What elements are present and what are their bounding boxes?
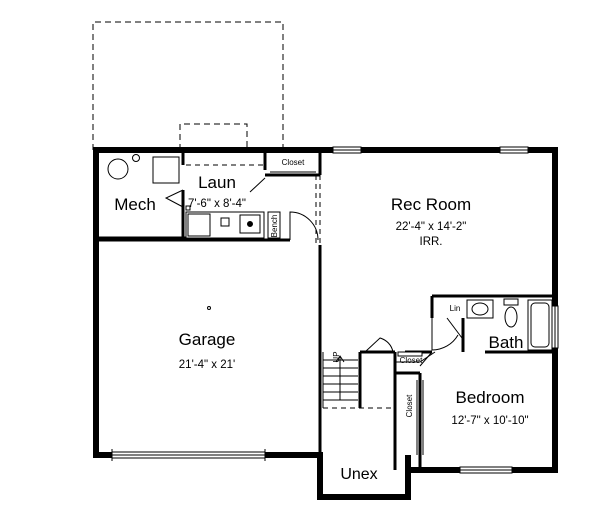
laundry-dims: 7'-6" x 8'-4" <box>188 198 246 210</box>
rec-room-name: Rec Room <box>391 195 471 214</box>
linen-label: Lin <box>450 304 461 313</box>
rec-room-note: IRR. <box>420 236 443 248</box>
bench-label: Bench <box>270 215 279 238</box>
exterior-walls <box>93 147 558 500</box>
bedroom-closet-label: Closet <box>405 394 414 417</box>
mech-equipment <box>107 154 180 184</box>
rec-room-dims: 22'-4" x 14'-2" <box>396 221 467 233</box>
bedroom-dims: 12'-7" x 10'-10" <box>451 415 528 427</box>
bedroom-name: Bedroom <box>456 388 525 407</box>
closet-top-label: Closet <box>282 158 305 167</box>
closet-mid-label: Closet <box>400 356 423 365</box>
garage-name: Garage <box>179 330 236 349</box>
bath-fixtures <box>466 298 553 351</box>
windows <box>332 146 559 474</box>
bath-name: Bath <box>489 333 524 352</box>
garage-floor-drain <box>207 306 211 310</box>
stair <box>322 352 358 408</box>
garage-dims: 21'-4" x 21' <box>179 359 235 371</box>
stair-up-label: UP <box>332 351 341 362</box>
mech-name: Mech <box>114 195 156 214</box>
garage-door <box>111 449 266 461</box>
dashed-lines <box>186 164 395 409</box>
unex-name: Unex <box>340 466 377 483</box>
laundry-fixtures <box>185 205 281 239</box>
laundry-name: Laun <box>198 173 236 192</box>
deck-outline <box>92 21 284 150</box>
doors <box>164 171 463 455</box>
